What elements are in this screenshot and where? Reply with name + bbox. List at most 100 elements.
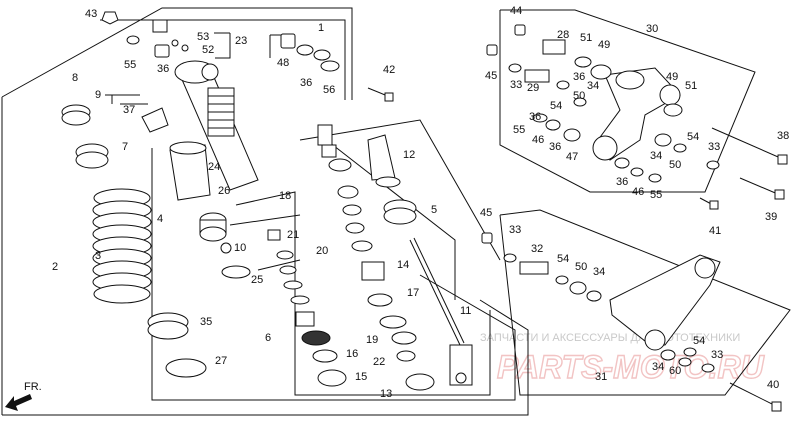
part-label: 39 [765,211,777,223]
part-label: 33 [509,224,521,236]
part-label: 19 [366,334,378,346]
part-label: 29 [527,82,539,94]
watermark-logo: PARTS-MOTO.RU [497,349,765,385]
part-label: 51 [580,32,592,44]
part-label: 26 [218,185,230,197]
part-label: 50 [669,159,681,171]
part-label: 46 [532,134,544,146]
part-label: 36 [300,77,312,89]
part-label: 51 [685,80,697,92]
part-label: 17 [407,287,419,299]
collar [141,107,169,133]
part-label: 10 [234,242,246,254]
link-arm [609,254,721,351]
part-label: 49 [598,39,610,51]
nut-45a [486,44,498,56]
part-label: 45 [485,70,497,82]
part-label: 18 [279,190,291,202]
part-label: 12 [403,149,415,161]
part-label: 47 [566,151,578,163]
part-label: 43 [85,8,97,20]
part-label: 52 [202,44,214,56]
washer-56 [320,60,340,72]
part-label: 55 [124,59,136,71]
part-label: 15 [355,371,367,383]
part-label: 16 [346,348,358,360]
front-arrow-icon [5,394,32,411]
part-label: 31 [595,371,607,383]
part-label: 34 [593,266,605,278]
pivot-arm [592,67,681,161]
watermark-text: ЗАПЧАСТИ И АКСЕССУАРЫ ДЛЯ МОТОТЕХНИКИ [480,332,740,344]
part-label: 40 [767,379,779,391]
part-label: 21 [287,229,299,241]
part-label: 55 [513,124,525,136]
bolt-39 [739,177,781,196]
part-label: 13 [380,388,392,400]
part-label: 33 [711,349,723,361]
bolt-43 [101,11,119,25]
part-label: 42 [383,64,395,76]
nut-45b [481,232,493,244]
part-label: 33 [708,141,720,153]
nut-44 [514,24,526,36]
left-stack [267,229,347,387]
collar-28 [542,39,566,55]
part-label: 46 [632,186,644,198]
centre-stack [317,124,435,391]
eye-end [449,344,473,386]
part-label: 27 [215,355,227,367]
part-label: 44 [510,5,522,17]
part-label: 28 [557,29,569,41]
bolt-38 [711,127,786,161]
collar-32 [519,261,549,275]
part-label: 20 [316,245,328,257]
part-label: 1 [318,22,324,34]
collar-29 [524,69,550,83]
clip-25 [221,265,251,279]
part-label: 37 [123,104,135,116]
part-label: 11 [460,305,471,317]
part-label: 54 [557,253,569,265]
part-label: 23 [235,35,247,47]
part-label: 36 [549,141,561,153]
part-label: 38 [777,130,789,142]
part-label: 8 [72,72,78,84]
part-label: 36 [529,111,541,123]
bump-rubber [367,134,396,181]
part-label: 34 [587,80,599,92]
part-label: 2 [52,261,58,273]
part-label: 50 [575,261,587,273]
part-label: 36 [616,176,628,188]
part-label: 56 [323,84,335,96]
nut-48 [280,33,296,49]
part-label: 53 [197,31,209,43]
damper-body [174,60,259,191]
part-label: 6 [265,332,271,344]
part-label: 54 [693,335,705,347]
shaft [409,239,461,346]
part-label: 34 [652,361,664,373]
valve [152,19,168,33]
direction-label: FR. [24,381,42,393]
part-label: 36 [157,63,169,75]
part-label: 3 [95,250,101,262]
part-label: 14 [397,259,409,271]
part-label: 50 [573,90,585,102]
washer-55 [126,35,140,45]
part-label: 55 [650,189,662,201]
bracket-lines [105,32,290,105]
part-label: 32 [531,243,543,255]
part-label: 24 [208,161,220,173]
part-label: 34 [650,150,662,162]
part-label: 22 [373,356,385,368]
stopper-ring [165,358,207,378]
part-label: 35 [200,316,212,328]
part-label: 30 [646,23,658,35]
group-outlines [1,7,791,416]
part-label: 25 [251,274,263,286]
part-label: 4 [157,213,163,225]
part-label: 5 [431,204,437,216]
